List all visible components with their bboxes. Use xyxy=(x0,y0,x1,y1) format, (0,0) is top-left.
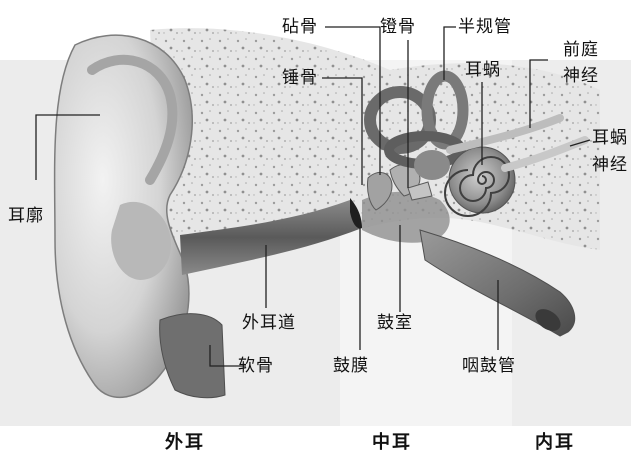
label-eardrum: 鼓膜 xyxy=(333,356,369,376)
label-tympanic-cavity: 鼓室 xyxy=(377,313,413,333)
section-inner-ear: 内耳 xyxy=(535,428,575,454)
label-cartilage: 软骨 xyxy=(238,356,274,376)
label-semicircular-canals: 半规管 xyxy=(458,17,512,37)
label-cochlear-nerve-1: 耳蜗 xyxy=(592,128,628,148)
label-stapes: 镫骨 xyxy=(380,17,416,37)
label-auricle: 耳廓 xyxy=(8,205,44,227)
section-outer-ear: 外耳 xyxy=(165,428,205,454)
label-eustachian-tube: 咽鼓管 xyxy=(462,356,516,376)
label-vestibular-nerve-2: 神经 xyxy=(563,66,599,86)
label-malleus: 锤骨 xyxy=(282,68,318,88)
label-incus: 砧骨 xyxy=(282,17,318,37)
label-cochlear-nerve-2: 神经 xyxy=(592,155,628,175)
vestibule xyxy=(414,150,450,180)
label-vestibular-nerve-1: 前庭 xyxy=(563,40,599,60)
label-ear-canal: 外耳道 xyxy=(242,313,296,333)
section-middle-ear: 中耳 xyxy=(372,428,412,454)
label-cochlea: 耳蜗 xyxy=(465,60,501,80)
